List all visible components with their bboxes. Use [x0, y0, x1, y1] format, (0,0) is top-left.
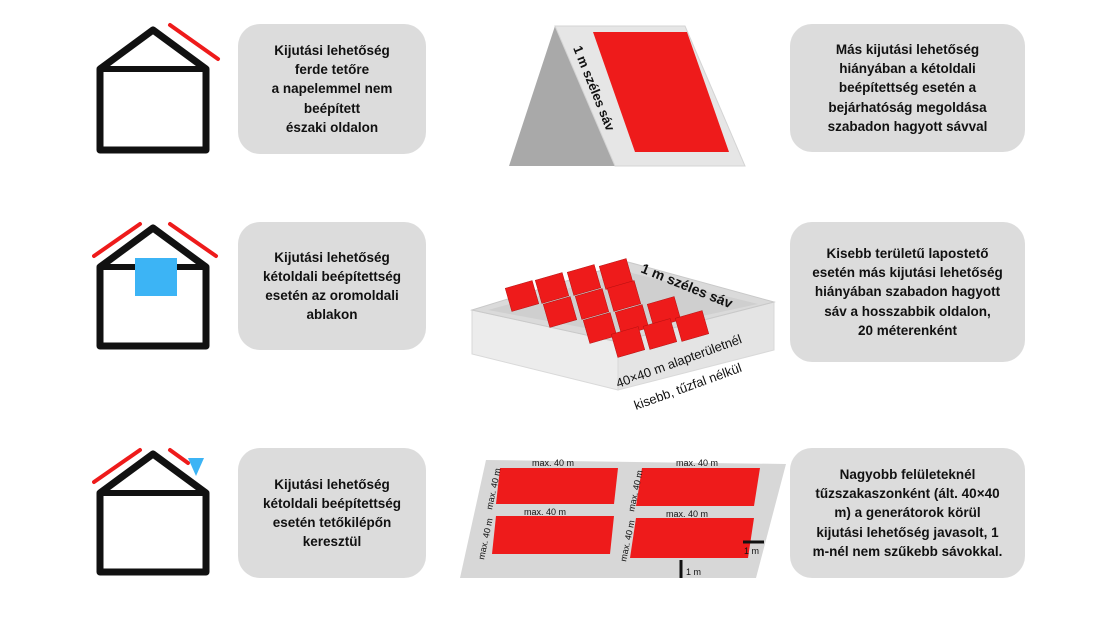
solar-panel-area	[593, 32, 729, 152]
row3-right-text-card: Nagyobb felületeknél tűzszakaszonként (á…	[790, 448, 1025, 578]
small-roof-panel	[542, 296, 578, 328]
house-red-roof-one-side-icon	[92, 22, 222, 162]
width-label-top-left: max. 40 m	[532, 458, 574, 468]
row3-left-text-card: Kijutási lehetőség kétoldali beépítettsé…	[238, 448, 426, 578]
small-roof-panel	[606, 280, 642, 312]
gap-label-right: 1 m	[744, 546, 759, 556]
small-roof-panel	[534, 272, 570, 304]
small-roof-panel	[582, 312, 618, 344]
row1-right-text-card: Más kijutási lehetőség hiányában a kétol…	[790, 24, 1025, 152]
width-label-mid-right: max. 40 m	[666, 509, 708, 519]
flat-roof-small-illustration: 1 m széles sáv 40×40 m alapterületnél ki…	[468, 250, 788, 425]
row2-left-text-card: Kijutási lehetőség kétoldali beépítettsé…	[238, 222, 426, 350]
width-label-mid-left: max. 40 m	[524, 507, 566, 517]
small-roof-panel	[674, 310, 710, 342]
row1-left-text-card: Kijutási lehetőség ferde tetőre a napele…	[238, 24, 426, 154]
large-roof-sections-illustration: max. 40 m max. 40 m max. 40 m max. 40 m …	[456, 454, 786, 589]
gable-window	[135, 258, 177, 296]
pitched-roof-free-strip-illustration: 1 m széles sáv	[505, 18, 755, 175]
row2-right-text-card: Kisebb területű lapostető esetén más kij…	[790, 222, 1025, 362]
house-roof-hatch-icon	[92, 446, 222, 586]
gap-label-bottom: 1 m	[686, 567, 701, 577]
house-gable-window-icon	[92, 220, 222, 360]
small-roof-panel	[574, 288, 610, 320]
small-roof-panel	[610, 326, 646, 358]
width-label-top-right: max. 40 m	[676, 458, 718, 468]
small-roof-panel	[566, 264, 602, 296]
small-roof-panel	[504, 280, 540, 312]
small-roof-panel	[642, 318, 678, 350]
roof-hatch	[188, 458, 204, 476]
